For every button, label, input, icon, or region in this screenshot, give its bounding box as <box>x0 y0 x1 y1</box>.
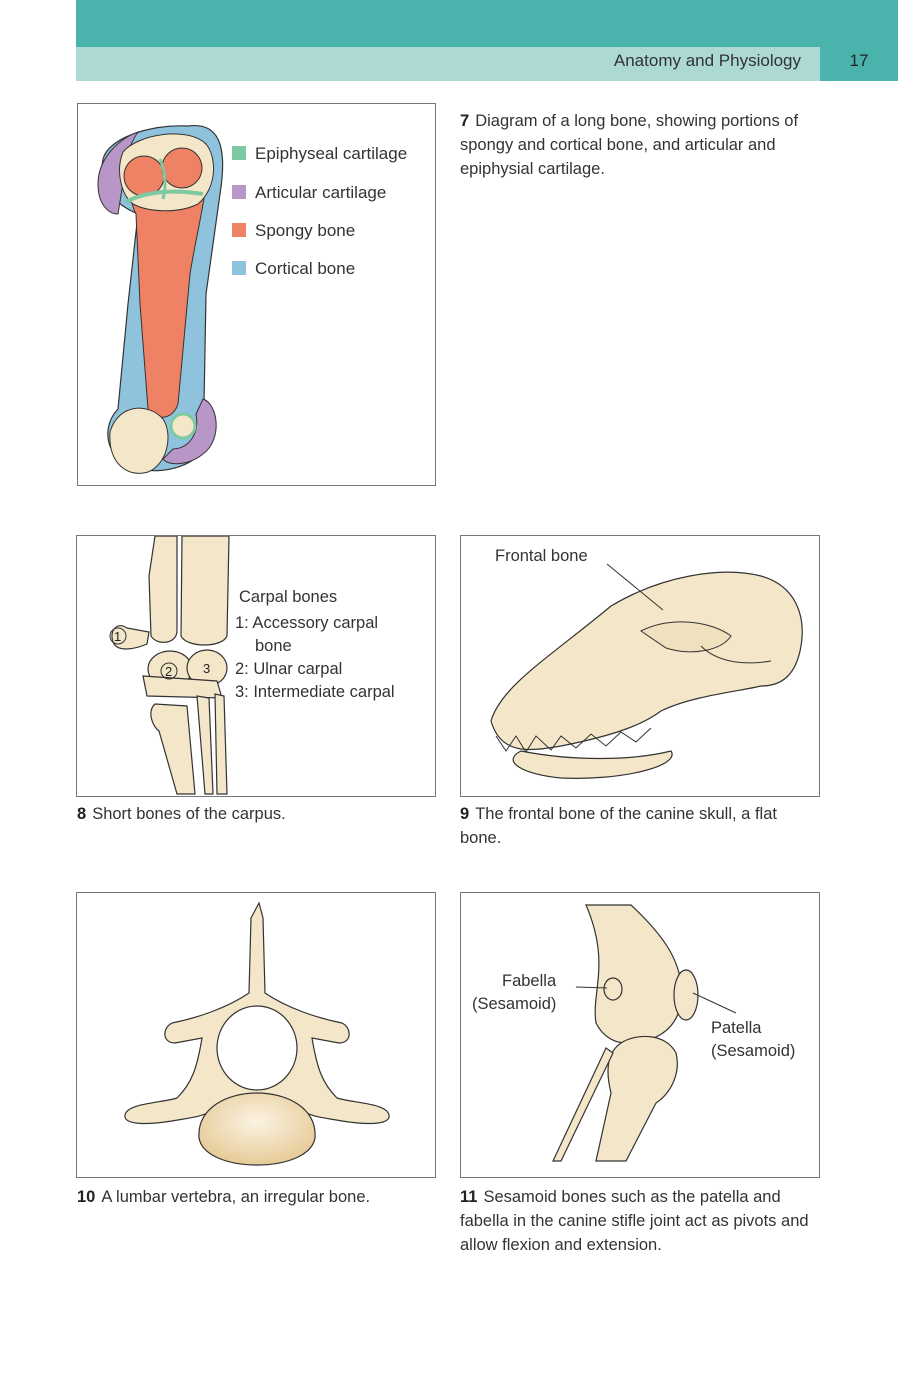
legend-label: Epiphyseal cartilage <box>255 144 408 163</box>
stifle-illustration <box>552 904 737 1162</box>
legend-label: Articular cartilage <box>255 183 387 202</box>
legend-swatch <box>232 261 246 275</box>
caption-text: The frontal bone of the canine skull, a … <box>460 805 777 847</box>
figure-number: 10 <box>77 1188 96 1206</box>
fabella-sub-label: (Sesamoid) <box>472 995 557 1013</box>
carpal-item-1: 1: Accessory carpal <box>235 614 379 632</box>
figure-7-long-bone: Epiphyseal cartilage Articular cartilage… <box>77 103 436 486</box>
figure-number: 9 <box>460 805 470 823</box>
legend-item: Epiphyseal cartilage <box>232 144 407 164</box>
running-title: Anatomy and Physiology <box>613 51 801 70</box>
carpal-item-1-cont: bone <box>255 637 292 655</box>
header-title-bar <box>76 47 820 81</box>
figure-7-legend: Epiphyseal cartilage Articular cartilage… <box>232 144 432 304</box>
marker-2: 2 <box>165 664 172 679</box>
legend-item: Spongy bone <box>232 221 355 241</box>
marker-1: 1 <box>114 629 121 644</box>
page-number: 17 <box>849 51 869 70</box>
figure-10-vertebra <box>76 892 436 1178</box>
patella-sub-label: (Sesamoid) <box>711 1042 796 1060</box>
skull-illustration <box>490 563 803 779</box>
legend-swatch <box>232 146 246 160</box>
figure-number: 11 <box>460 1188 478 1206</box>
vertebra-illustration <box>124 901 390 1166</box>
figure-10-caption: 10 A lumbar vertebra, an irregular bone. <box>77 1185 437 1209</box>
figure-11-stifle: Fabella (Sesamoid) Patella (Sesamoid) <box>460 892 820 1178</box>
header-page-box <box>820 47 898 81</box>
caption-text: Diagram of a long bone, showing portions… <box>460 112 799 178</box>
carpal-bones-title: Carpal bones <box>239 588 338 606</box>
legend-label: Cortical bone <box>255 259 356 278</box>
fabella-label: Fabella <box>502 972 557 990</box>
caption-text: Short bones of the carpus. <box>92 805 286 823</box>
legend-label: Spongy bone <box>255 221 356 240</box>
figure-number: 8 <box>77 805 87 823</box>
figure-9-skull: Frontal bone <box>460 535 820 797</box>
figure-8-caption: 8 Short bones of the carpus. <box>77 802 437 826</box>
legend-swatch <box>232 185 246 199</box>
patella-label: Patella <box>711 1019 762 1037</box>
caption-text: A lumbar vertebra, an irregular bone. <box>101 1188 371 1206</box>
marker-3: 3 <box>203 661 210 676</box>
long-bone-illustration <box>97 124 224 474</box>
legend-item: Articular cartilage <box>232 183 386 203</box>
carpus-illustration: 1 2 3 <box>109 536 230 795</box>
caption-text: Sesamoid bones such as the patella and f… <box>460 1188 809 1254</box>
header-band <box>76 0 898 47</box>
frontal-bone-label: Frontal bone <box>495 547 588 565</box>
carpal-item-2: 2: Ulnar carpal <box>235 660 343 678</box>
figure-number: 7 <box>460 112 470 130</box>
legend-item: Cortical bone <box>232 259 355 279</box>
carpal-item-3: 3: Intermediate carpal <box>235 683 395 701</box>
figure-8-carpus: 1 2 3 Carpal bones 1: Accessory carpal b… <box>76 535 436 797</box>
legend-swatch <box>232 223 246 237</box>
